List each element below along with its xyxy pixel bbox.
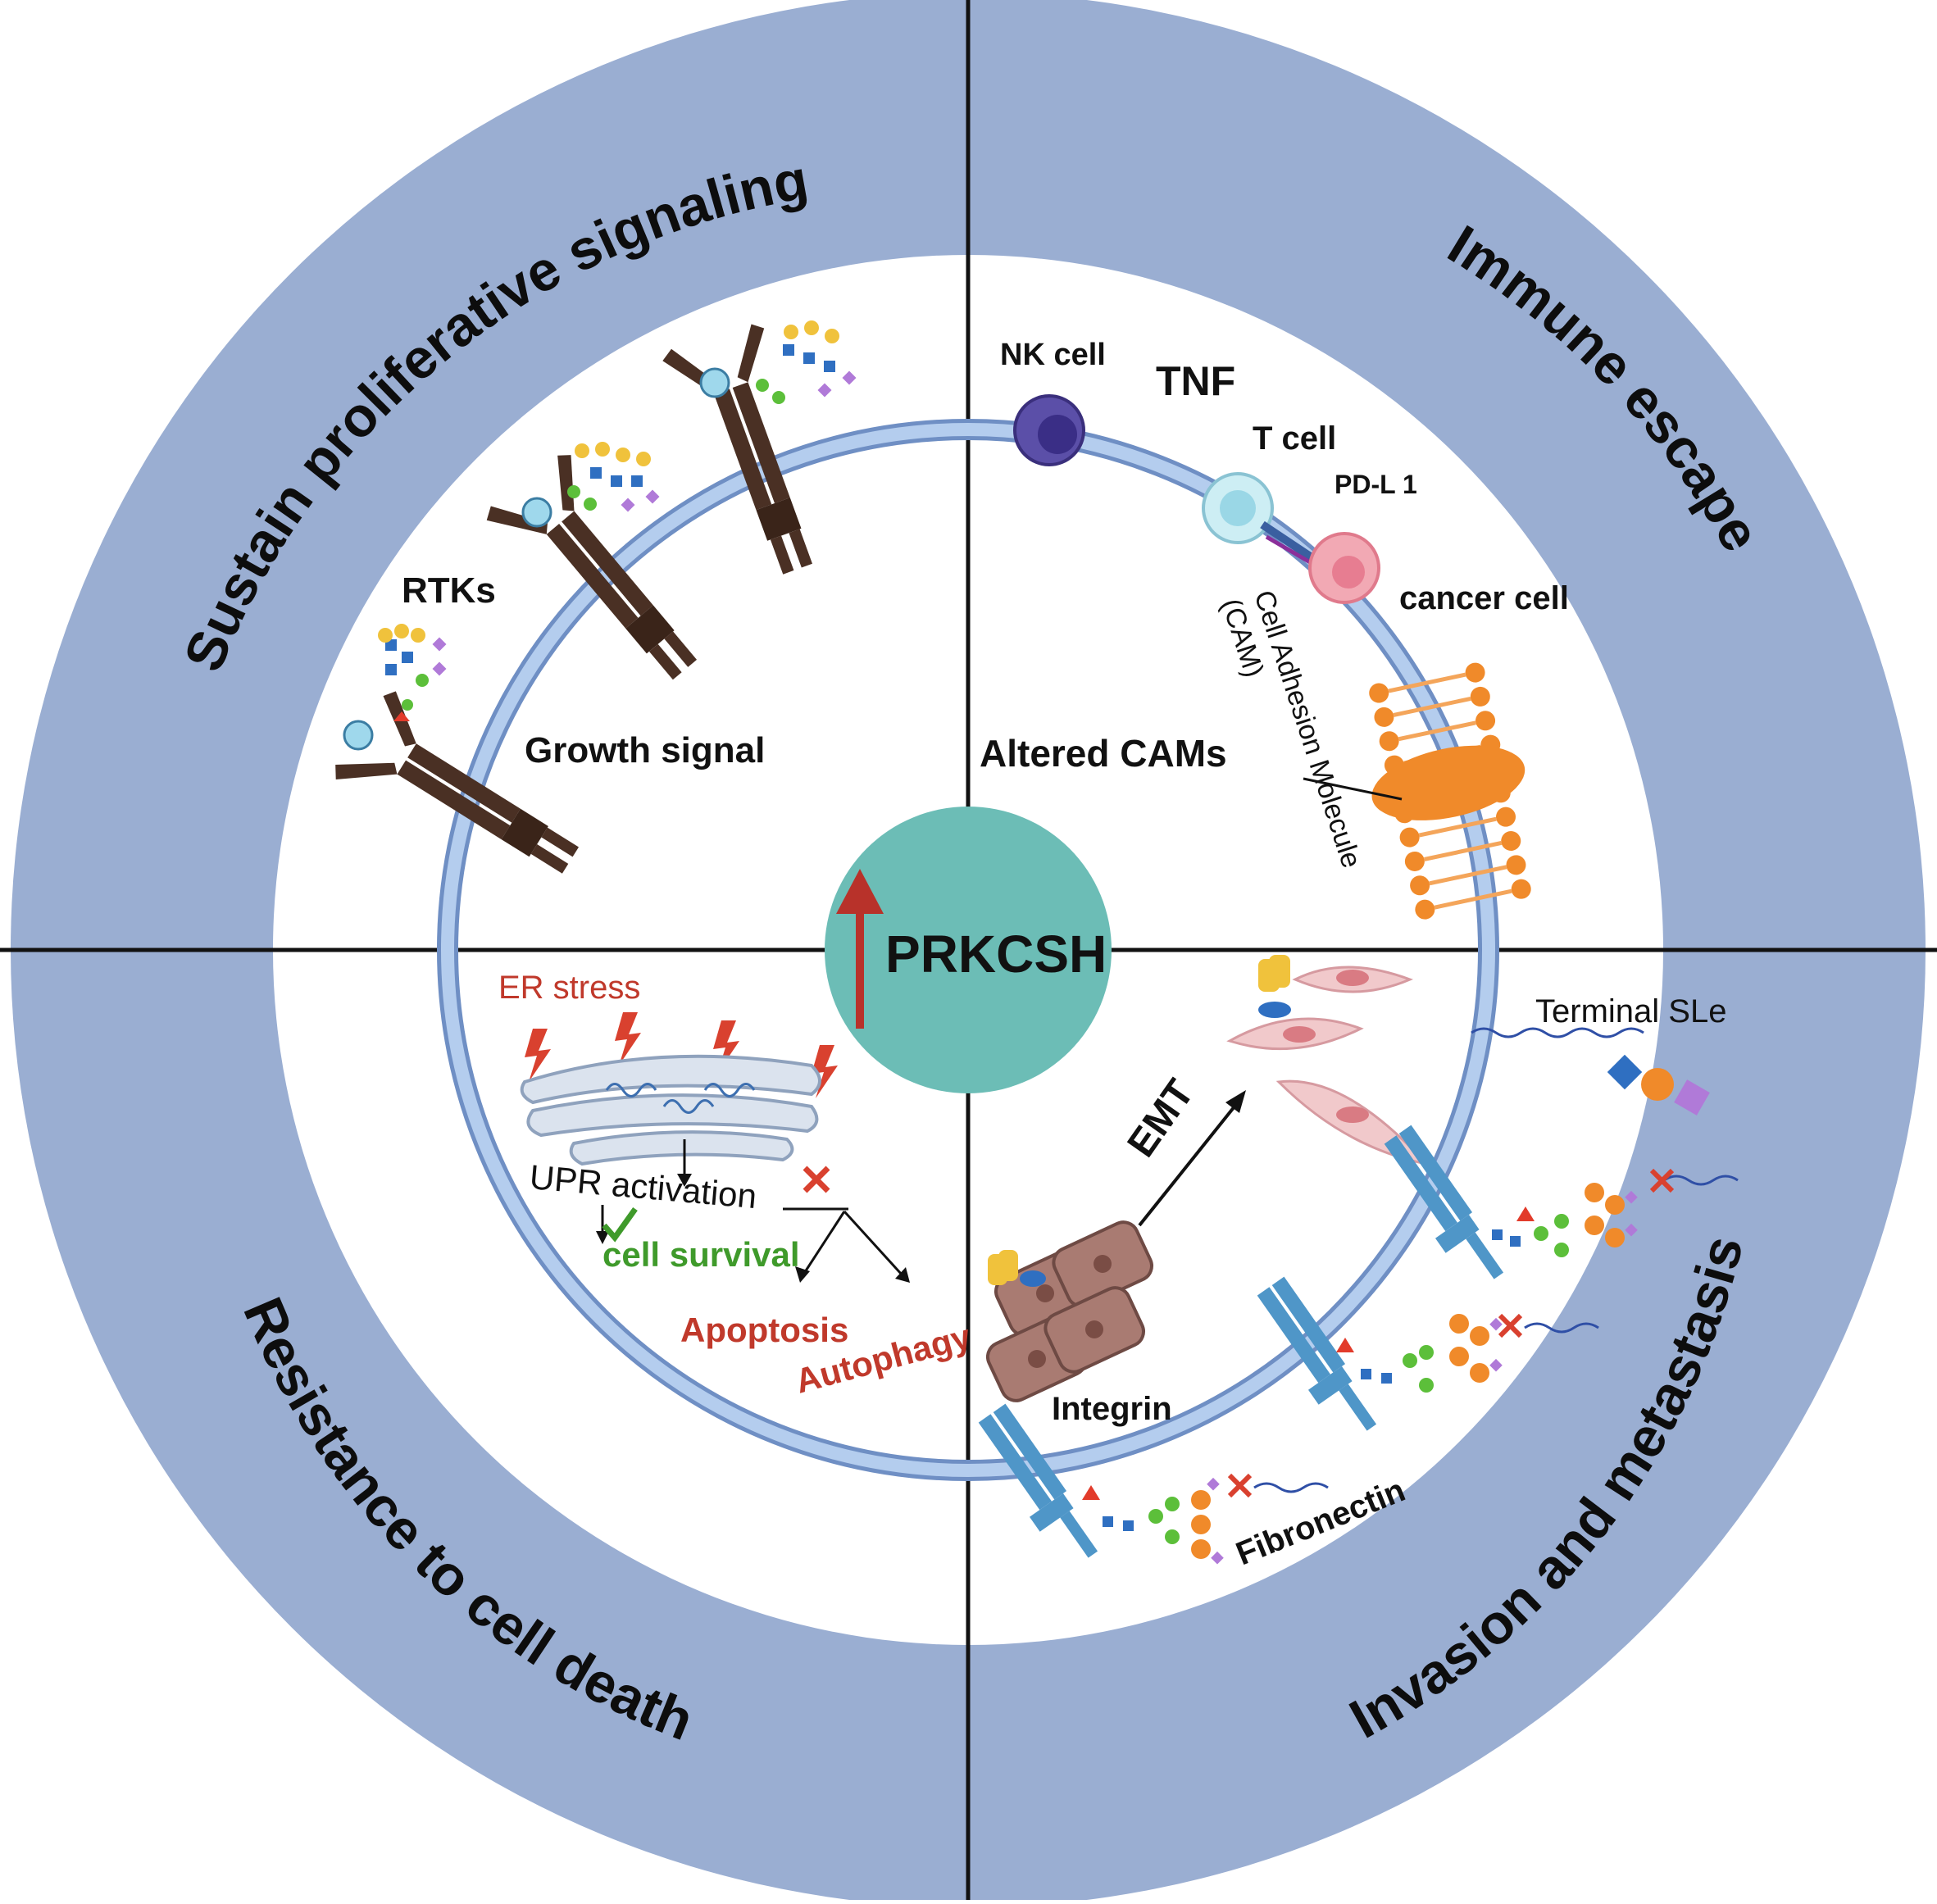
- center-circle: [825, 807, 1112, 1093]
- nk-cell-nucleus: [1038, 415, 1077, 454]
- glycan-chain-3: [1082, 1477, 1224, 1565]
- sle-orange-circle: [1641, 1068, 1674, 1101]
- endoplasmic-reticulum: [520, 1054, 821, 1166]
- arrow-er-upr-head: [677, 1174, 692, 1187]
- sle-purple-diamond: [1674, 1079, 1710, 1116]
- label-pdl1: PD-L 1: [1335, 470, 1417, 499]
- fibronectin-chain-3: [1253, 1482, 1329, 1493]
- glycan-chain-1: [1492, 1183, 1638, 1257]
- label-cancer-cell: cancer cell: [1399, 580, 1569, 616]
- ligand-3: [699, 367, 730, 398]
- label-rtks: RTKs: [402, 570, 496, 611]
- integrin-3: [978, 1403, 1098, 1558]
- adhesion-molecule-small: [988, 955, 1291, 1287]
- label-t-cell: T cell: [1253, 420, 1336, 457]
- pdl1-binding-2: [1265, 534, 1317, 568]
- arrow-to-apoptosis-head: [795, 1266, 810, 1283]
- label-er-stress: ER stress: [498, 970, 640, 1006]
- cross-icon-2: [1498, 1313, 1523, 1338]
- label-tnf: TNF: [1156, 358, 1235, 404]
- label-altered-cams: Altered CAMs: [980, 732, 1227, 775]
- glycan-cluster-3: [756, 320, 857, 404]
- mesenchymal-nuclei: [1283, 970, 1369, 1123]
- label-nk-cell: NK cell: [1000, 338, 1106, 372]
- integrin-1: [1384, 1125, 1504, 1279]
- cross-icon-3: [1227, 1473, 1253, 1498]
- label-terminal-sle: Terminal SLe: [1535, 993, 1726, 1029]
- pdl1-binding: [1260, 520, 1314, 561]
- arrow-emt: [1138, 1101, 1239, 1227]
- glycan-chain-2: [1336, 1314, 1503, 1393]
- cross-icon-1: [1649, 1168, 1675, 1193]
- arrow-to-apoptosis: [802, 1211, 846, 1275]
- cross-icon: [803, 1166, 830, 1193]
- arrow-to-autophagy: [843, 1210, 903, 1276]
- t-cell-nucleus: [1220, 490, 1256, 526]
- up-arrow-head: [836, 869, 884, 914]
- unfolded-proteins: [605, 1083, 756, 1114]
- center-label: PRKCSH: [885, 925, 1107, 984]
- sle-blue-square: [1607, 1054, 1643, 1090]
- fibronectin-chain-2: [1524, 1322, 1599, 1334]
- label-apoptosis: Apoptosis: [680, 1311, 848, 1349]
- fibronectin-chain-1: [1663, 1175, 1739, 1186]
- lightning-icons: [525, 1012, 838, 1098]
- rtk-receptor-1: [335, 691, 580, 874]
- cancer-cell-nucleus: [1332, 556, 1365, 588]
- label-growth-signal: Growth signal: [525, 730, 765, 770]
- cam-pointer: [1303, 777, 1403, 801]
- arrow-upr-survival-head: [596, 1231, 609, 1244]
- label-integrin: Integrin: [1052, 1391, 1172, 1427]
- cell-membrane-inner: [441, 423, 1495, 1477]
- label-cell-survival: cell survival: [602, 1235, 800, 1274]
- rtk-receptor-2: [486, 455, 698, 680]
- cam-bilayer: [1369, 662, 1531, 920]
- arrow-emt-head: [1225, 1090, 1246, 1113]
- epithelial-nuclei: [1028, 1255, 1112, 1368]
- terminal-sle-chain: [1471, 1027, 1644, 1038]
- check-icon: [602, 1206, 638, 1243]
- ligand-1: [343, 720, 374, 751]
- integrin-2: [1257, 1276, 1377, 1431]
- rtk-receptor-3: [662, 324, 812, 575]
- glycan-cluster-2: [567, 442, 660, 512]
- ligand-2: [521, 497, 552, 528]
- arrow-to-autophagy-head: [895, 1267, 910, 1283]
- glycan-cluster-1: [378, 624, 447, 721]
- up-arrow-shaft: [856, 914, 864, 1029]
